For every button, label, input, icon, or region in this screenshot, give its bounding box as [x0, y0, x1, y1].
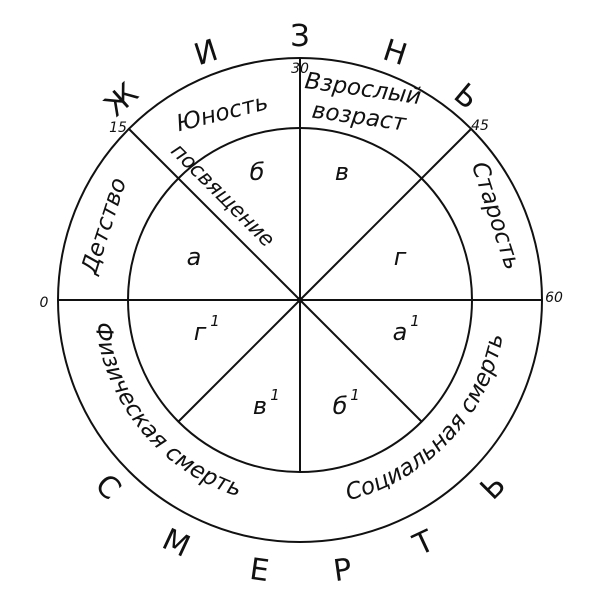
death-letter-2: М [157, 522, 195, 565]
sector-g1-letter: г [194, 318, 207, 346]
sector-g1: г 1 [194, 312, 220, 346]
death-letter-1: С [88, 468, 128, 508]
death-letter-3: Е [247, 552, 271, 589]
sector-v1-superscript: 1 [270, 386, 280, 404]
sector-b1: б 1 [333, 386, 360, 420]
life-letter-5: Ь [447, 77, 485, 117]
sector-b1-letter: б [333, 392, 348, 420]
scale-number-0: 0 [40, 295, 49, 311]
death-letter-6: Ь [474, 468, 513, 507]
life-letter-2: И [190, 33, 222, 73]
sector-g: г [394, 243, 407, 271]
diagonal-initiation-line [128, 128, 301, 301]
center-dot [297, 297, 303, 303]
ring-label-old-age: Старость [466, 159, 525, 273]
sector-a: а [187, 243, 202, 271]
sector-b: б [250, 158, 265, 186]
death-letter-5: Т [407, 523, 440, 563]
sector-a1-letter: а [393, 318, 408, 346]
sector-b1-superscript: 1 [350, 386, 360, 404]
scale-number-60: 60 [545, 290, 563, 306]
scale-number-30: 30 [291, 61, 309, 77]
sector-v1-letter: в [253, 392, 267, 420]
outer-word-death: С М Е Р Т Ь [88, 468, 513, 590]
diagonal-upper-right-line [299, 128, 472, 301]
ring-label-youth: Юность [174, 89, 271, 137]
death-letter-4: Р [331, 552, 354, 589]
life-letter-3: З [290, 19, 309, 54]
diagonal-lower-left-line [177, 299, 301, 423]
sector-a1: а 1 [393, 312, 420, 346]
sector-v1: в 1 [253, 386, 280, 420]
sector-v: в [335, 158, 349, 186]
diagonal-label-initiation: посвящение [166, 138, 279, 251]
life-letter-1: Ж [98, 76, 145, 124]
scale-number-45: 45 [471, 118, 489, 134]
diagonal-lower-right-line [299, 299, 423, 423]
sector-a1-superscript: 1 [410, 312, 420, 330]
scale-number-15: 15 [109, 120, 127, 136]
sector-g1-superscript: 1 [210, 312, 220, 330]
life-letter-4: Н [379, 33, 411, 73]
